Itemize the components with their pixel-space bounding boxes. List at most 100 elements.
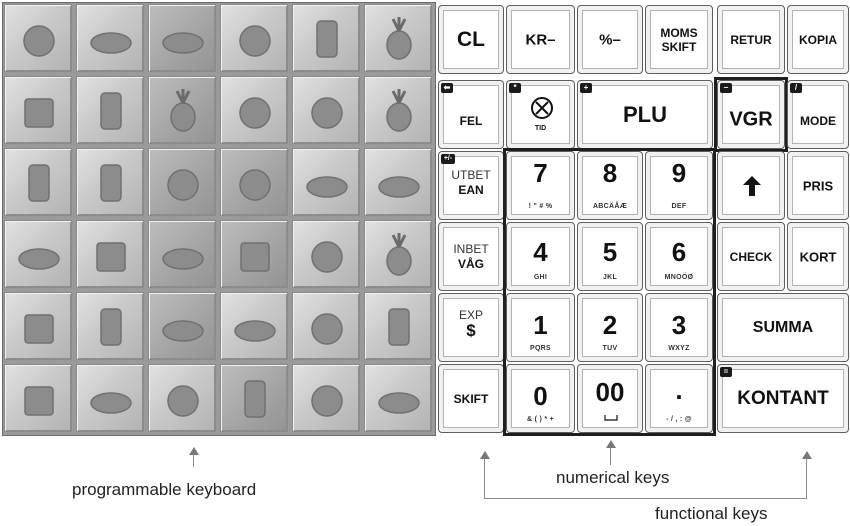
baguette-icon: [18, 248, 60, 270]
programmable-key[interactable]: [4, 220, 72, 288]
programmable-key[interactable]: [364, 364, 432, 432]
programmable-key[interactable]: [220, 220, 288, 288]
kontant-key[interactable]: = KONTANT: [717, 364, 849, 433]
programmable-key[interactable]: [148, 364, 216, 432]
arrow-up-indicator: [189, 447, 199, 455]
arrow-left-icon: ⬅: [441, 83, 453, 93]
programmable-key[interactable]: [148, 148, 216, 216]
arrow-up-indicator: [802, 451, 812, 459]
programmable-key[interactable]: [292, 292, 360, 360]
numerical-keys-caption: numerical keys: [556, 468, 670, 487]
programmable-key[interactable]: [220, 4, 288, 72]
programmable-key[interactable]: [148, 292, 216, 360]
programmable-key[interactable]: [148, 220, 216, 288]
strawberry-icon: [239, 97, 271, 129]
programmable-key[interactable]: [364, 148, 432, 216]
programmable-key[interactable]: [76, 148, 144, 216]
pointer-line: [484, 459, 485, 499]
programmable-key[interactable]: [76, 364, 144, 432]
exp-key[interactable]: EXP$: [438, 293, 504, 362]
juice-bottle-icon: [28, 164, 50, 202]
summa-key[interactable]: SUMMA: [717, 293, 849, 362]
programmable-key[interactable]: [364, 76, 432, 144]
pris-key[interactable]: PRIS: [787, 151, 849, 220]
programmable-key[interactable]: [220, 364, 288, 432]
programmable-key[interactable]: [4, 292, 72, 360]
programmable-key[interactable]: [76, 76, 144, 144]
programmable-key[interactable]: [4, 148, 72, 216]
lemon-icon: [234, 320, 276, 342]
programmable-key[interactable]: [4, 364, 72, 432]
key-dot[interactable]: .- / , : @: [645, 364, 713, 433]
equals-icon: =: [720, 367, 732, 377]
plu-key[interactable]: + PLU: [577, 80, 713, 149]
skift-key[interactable]: SKIFT: [438, 364, 504, 433]
oranges-icon: [311, 313, 343, 345]
programmable-key[interactable]: [4, 76, 72, 144]
vgr-key[interactable]: − VGR: [717, 80, 785, 149]
arrow-up-icon: [743, 176, 761, 196]
soda-can-icon: [316, 20, 338, 58]
programmable-key[interactable]: [292, 364, 360, 432]
programmable-key[interactable]: [292, 220, 360, 288]
key-7[interactable]: 7! " # %: [506, 151, 575, 220]
fel-key[interactable]: ⬅ FEL: [438, 80, 504, 149]
cherries-icon: [239, 25, 271, 57]
programmable-key[interactable]: [364, 292, 432, 360]
grapes-icon: [378, 176, 420, 198]
programmable-key[interactable]: [292, 4, 360, 72]
programmable-keyboard: [2, 2, 436, 436]
arrow-up-indicator: [480, 451, 490, 459]
bottles-icon: [244, 380, 266, 418]
programmable-key[interactable]: [220, 148, 288, 216]
cheese-wedges-icon: [240, 242, 270, 272]
asterisk-icon: *: [509, 83, 521, 93]
kr-minus-key[interactable]: KR–: [506, 5, 575, 74]
sausage-icon: [162, 248, 204, 270]
flour-sack-icon: [24, 386, 54, 416]
programmable-key[interactable]: [220, 292, 288, 360]
programmable-key[interactable]: [292, 148, 360, 216]
circled-x-icon: [531, 97, 553, 119]
kort-key[interactable]: KORT: [787, 222, 849, 291]
key-0[interactable]: 0& ( ) * +: [506, 364, 575, 433]
kopia-key[interactable]: KOPIA: [787, 5, 849, 74]
programmable-key[interactable]: [364, 220, 432, 288]
mode-key[interactable]: / MODE: [787, 80, 849, 149]
shift-up-key[interactable]: [717, 151, 785, 220]
grapes-icon: [162, 320, 204, 342]
programmable-key[interactable]: [148, 4, 216, 72]
programmable-key[interactable]: [148, 76, 216, 144]
beetroot-icon: [170, 89, 196, 132]
cl-key[interactable]: CL: [438, 5, 504, 74]
milk-carton-icon: [100, 164, 122, 202]
pointer-line: [610, 447, 611, 465]
pointer-line: [484, 498, 807, 499]
programmable-key[interactable]: [4, 4, 72, 72]
retur-key[interactable]: RETUR: [717, 5, 785, 74]
key-00[interactable]: 00: [577, 364, 643, 433]
percent-minus-key[interactable]: %–: [577, 5, 643, 74]
slash-icon: /: [790, 83, 802, 93]
programmable-key[interactable]: [76, 4, 144, 72]
tid-key[interactable]: * TID: [506, 80, 575, 149]
programmable-key[interactable]: [220, 76, 288, 144]
programmable-key[interactable]: [76, 292, 144, 360]
programmable-key[interactable]: [364, 4, 432, 72]
check-key[interactable]: CHECK: [717, 222, 785, 291]
orange-icon: [311, 241, 343, 273]
programmable-key[interactable]: [76, 220, 144, 288]
programmable-key[interactable]: [292, 76, 360, 144]
donuts-icon: [23, 25, 55, 57]
